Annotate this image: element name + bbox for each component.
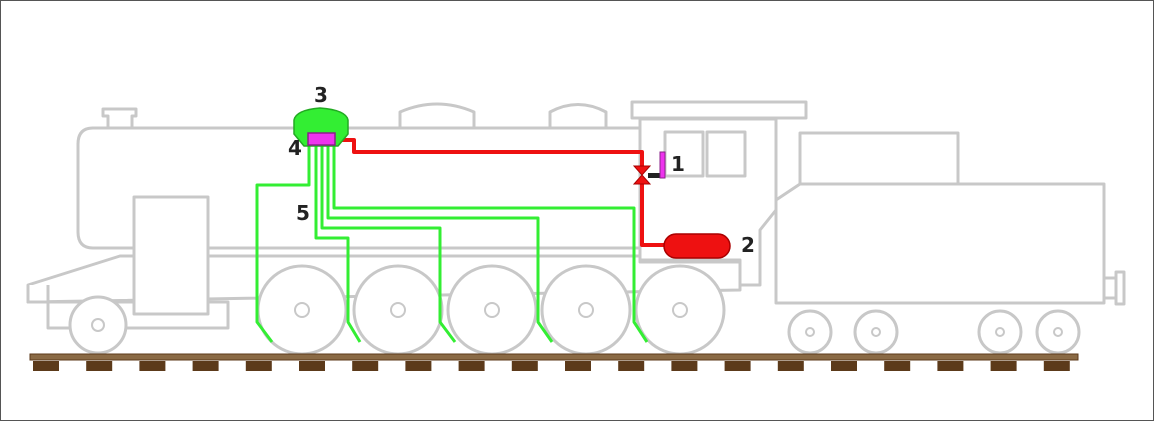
tender-wheel-1: [787, 309, 833, 355]
label-1: 1: [671, 152, 685, 176]
tender-wheel-2: [853, 309, 899, 355]
valve-control-bar: [659, 151, 666, 179]
tender-wheel-3: [977, 309, 1023, 355]
sand-pipe-3: [320, 146, 457, 343]
sleeper: [884, 361, 911, 371]
sleeper: [139, 361, 166, 371]
tender-buffer: [1102, 276, 1118, 300]
tender: [774, 182, 1106, 305]
sleeper: [565, 361, 591, 371]
wheels: [68, 264, 1081, 356]
sand-pipe-4: [326, 146, 554, 343]
sleeper: [405, 361, 432, 371]
sleeper: [671, 361, 698, 371]
sleeper: [777, 361, 804, 371]
sleepers: [33, 361, 1070, 371]
sleeper: [618, 361, 645, 371]
sand-pipe-5: [332, 146, 649, 343]
label-4: 4: [288, 136, 302, 160]
sleeper: [511, 361, 538, 371]
sleeper: [937, 361, 964, 371]
label-3: 3: [314, 83, 328, 107]
sleeper: [831, 361, 857, 371]
air-pipe-to-reservoir: [640, 184, 665, 247]
tender-buffer-head: [1114, 270, 1126, 306]
sand-pipe-2: [314, 146, 362, 343]
leading-wheel: [68, 295, 128, 355]
cab-roof: [630, 100, 808, 120]
sleeper: [192, 361, 219, 371]
sleeper: [352, 361, 379, 371]
rail: [29, 353, 1079, 361]
sleeper: [458, 361, 485, 371]
cab-window-2: [705, 130, 747, 178]
sleeper: [86, 361, 113, 371]
sand-pipes: [255, 146, 649, 343]
label-2: 2: [741, 233, 755, 257]
sleeper: [990, 361, 1017, 371]
sleeper: [33, 361, 59, 371]
tender-coal-bunker: [798, 131, 960, 186]
front-buffer-beam: [26, 285, 50, 304]
sleeper: [724, 361, 751, 371]
sand-pipe-1: [255, 146, 311, 343]
driving-wheel-4: [540, 264, 632, 356]
drivers-valve: [632, 151, 666, 185]
air-pipe-to-valve-box: [335, 138, 644, 168]
track: [29, 353, 1079, 371]
label-5: 5: [296, 201, 310, 225]
driving-wheel-5: [634, 264, 726, 356]
air-reservoir: [663, 233, 731, 259]
sleeper: [299, 361, 325, 371]
sleeper: [245, 361, 272, 371]
valve-body-icon: [632, 165, 652, 185]
valve-box: [307, 132, 336, 146]
valve-handle: [648, 173, 662, 178]
air-pipes: [335, 138, 665, 247]
driving-wheel-2: [352, 264, 444, 356]
tender-wheel-4: [1035, 309, 1081, 355]
cylinder-block: [132, 195, 210, 316]
sleeper: [1043, 361, 1070, 371]
driving-wheel-3: [446, 264, 538, 356]
